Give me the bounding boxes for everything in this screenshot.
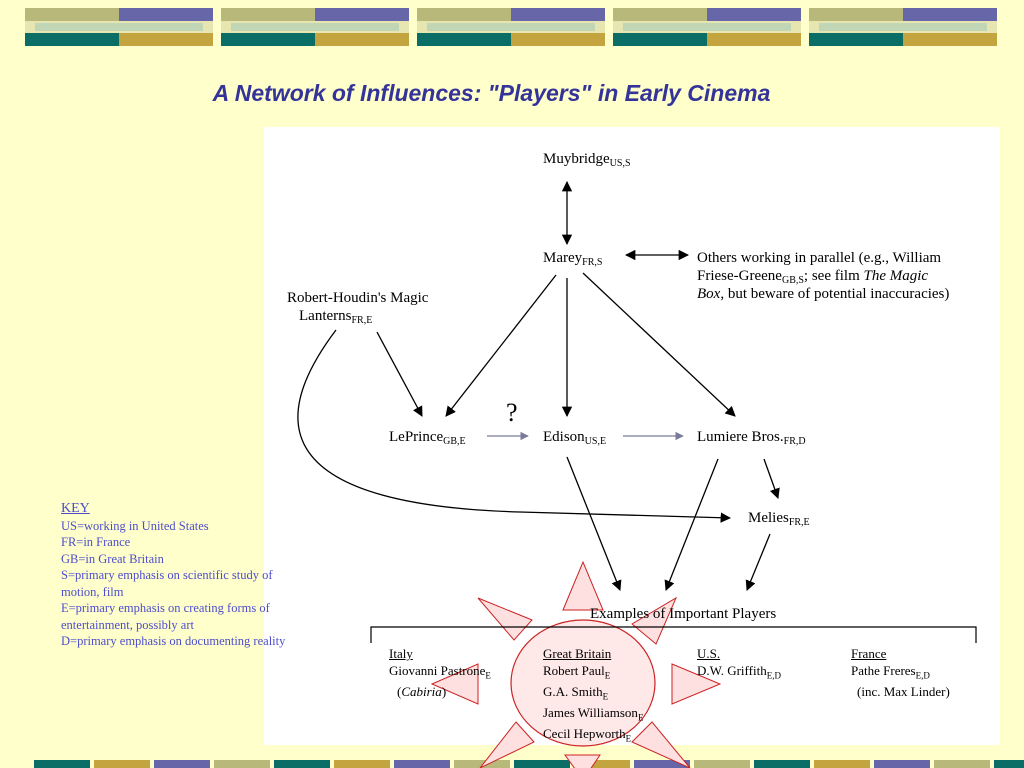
band-block (574, 760, 630, 768)
band-block (154, 760, 210, 768)
band-block (634, 760, 690, 768)
column-heading: U.S. (697, 646, 721, 661)
band-block (34, 760, 90, 768)
sun-ray-top-right (631, 596, 678, 645)
player-note: (Cabiria) (397, 683, 447, 699)
column-heading: Italy (389, 646, 413, 661)
band-block (274, 760, 330, 768)
page-title: A Network of Influences: "Players" in Ea… (212, 80, 771, 106)
arrow-edison-examples (566, 456, 622, 591)
player: Robert PaulE (543, 662, 611, 681)
arrow-melies-examples (745, 533, 771, 591)
player-note: (inc. Max Linder) (857, 683, 950, 699)
player: G.A. SmithE (543, 683, 609, 702)
node-edison: EdisonUS,E (543, 429, 607, 447)
column-heading: France (851, 646, 887, 661)
player: James WilliamsonE (543, 704, 644, 723)
key-item: GB=in Great Britain (61, 551, 164, 566)
key-item: S=primary emphasis on scientific study o… (61, 568, 273, 599)
bottom-decorative-band (0, 760, 1024, 768)
node-others: Others working in parallel (e.g., Willia… (697, 250, 950, 302)
band-block (94, 760, 150, 768)
band-tile (417, 8, 605, 46)
column-great-britain: Great Britain Robert PaulE G.A. SmithE J… (543, 646, 643, 747)
node-muybridge: MuybridgeUS,S (543, 151, 631, 169)
key-item: E=primary emphasis on creating forms of … (61, 601, 270, 632)
top-decorative-band (0, 8, 1024, 48)
column-france: France Pathe FreresE,D (inc. Max Linder) (851, 646, 950, 700)
column-italy: Italy Giovanni PastroneE (Cabiria) (389, 646, 491, 700)
node-melies: MeliesFR,E (748, 510, 810, 528)
node-lumiere: Lumiere Bros.FR,D (697, 429, 806, 447)
band-block (214, 760, 270, 768)
examples-bracket (370, 626, 977, 643)
band-tile (809, 8, 997, 46)
node-robert-houdin: Robert-Houdin's Magic LanternsFR,E (287, 290, 429, 326)
node-marey: MareyFR,S (543, 250, 603, 268)
sun-ray-bottom (564, 754, 601, 768)
sun-ray-left (430, 663, 479, 705)
band-block (694, 760, 750, 768)
arrow-marey-lumiere (582, 272, 736, 417)
arrow-houdin-melies (297, 329, 732, 523)
band-block (394, 760, 450, 768)
player: D.W. GriffithE,D (697, 662, 781, 681)
column-us: U.S. D.W. GriffithE,D (697, 646, 781, 684)
player: Giovanni PastroneE (389, 662, 491, 681)
arrow-houdin-leprince (376, 331, 423, 417)
sun-ray-bottom-right (631, 721, 691, 768)
band-tile (221, 8, 409, 46)
question-mark: ? (506, 398, 518, 427)
sun-rays (430, 560, 722, 768)
key-item: FR=in France (61, 535, 131, 549)
band-block (814, 760, 870, 768)
band-block (334, 760, 390, 768)
band-block (454, 760, 510, 768)
key-item: D=primary emphasis on documenting realit… (61, 634, 286, 648)
examples-title: Examples of Important Players (590, 606, 777, 622)
sun-circle (510, 619, 656, 747)
band-block (994, 760, 1024, 768)
arrow-marey-leprince (445, 274, 557, 417)
sun-ray-top-left (477, 597, 533, 641)
band-tile (613, 8, 801, 46)
arrow-lumiere-examples (664, 458, 719, 591)
sun-ray-top (562, 560, 604, 611)
sun-ray-bottom-left (479, 721, 535, 768)
player: Cecil HepworthE (543, 725, 632, 744)
sun-ray-right (671, 663, 722, 705)
band-block (754, 760, 810, 768)
player: Pathe FreresE,D (851, 662, 930, 681)
node-leprince: LePrinceGB,E (389, 429, 466, 447)
arrow-lumiere-melies (763, 458, 780, 499)
key-legend: KEY US=working in United States FR=in Fr… (61, 501, 293, 650)
band-block (934, 760, 990, 768)
band-block (514, 760, 570, 768)
key-title: KEY (61, 501, 90, 516)
column-heading: Great Britain (543, 646, 612, 661)
band-tile (25, 8, 213, 46)
band-block (874, 760, 930, 768)
key-item: US=working in United States (61, 518, 209, 533)
